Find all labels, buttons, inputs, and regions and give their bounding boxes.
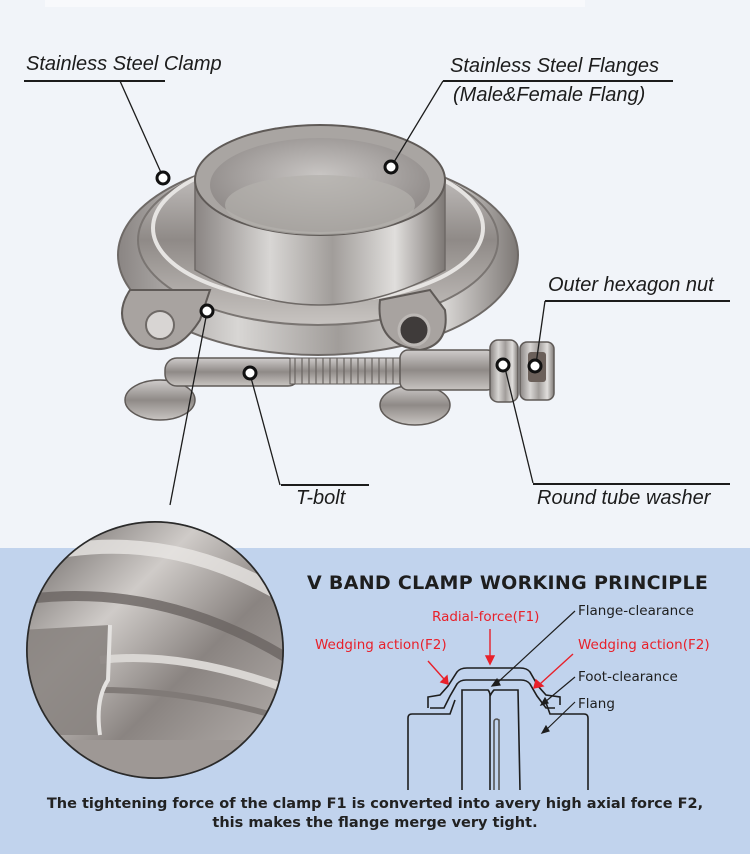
callout-leaders [119, 80, 546, 506]
callout-clamp: Stainless Steel Clamp [26, 53, 222, 75]
clamp-drawing [117, 124, 555, 426]
part-arrows [490, 610, 576, 734]
callout-flanges-sub: (Male&Female Flang) [453, 84, 646, 106]
flange-clearance-label: Flange-clearance [578, 603, 694, 619]
callout-nut: Outer hexagon nut [548, 274, 714, 296]
nut-underline [545, 300, 730, 302]
flanges-underline [443, 80, 673, 82]
callout-tbolt: T-bolt [296, 487, 346, 509]
top-strip [45, 0, 585, 7]
cross-section-diagram [407, 667, 589, 791]
clamp-underline [24, 80, 165, 82]
washer-underline [533, 483, 730, 485]
callout-dots [155, 159, 543, 381]
foot-clearance-label: Foot-clearance [578, 669, 678, 685]
callout-washer: Round tube washer [537, 487, 711, 509]
description-line-1: The tightening force of the clamp F1 is … [46, 796, 704, 812]
wedging-left-label: Wedging action(F2) [315, 637, 447, 653]
tbolt-underline [281, 484, 369, 486]
radial-force-label: Radial-force(F1) [432, 609, 540, 625]
principle-title: V BAND CLAMP WORKING PRINCIPLE [307, 572, 709, 594]
principle-description: The tightening force of the clamp F1 is … [0, 795, 750, 833]
callout-flanges: Stainless Steel Flanges [450, 55, 660, 77]
description-line-2: this makes the flange merge very tight. [212, 815, 538, 831]
flang-label: Flang [578, 696, 615, 712]
detail-zoom-circle [26, 521, 284, 779]
force-arrows [427, 629, 574, 689]
wedging-right-label: Wedging action(F2) [578, 637, 710, 653]
